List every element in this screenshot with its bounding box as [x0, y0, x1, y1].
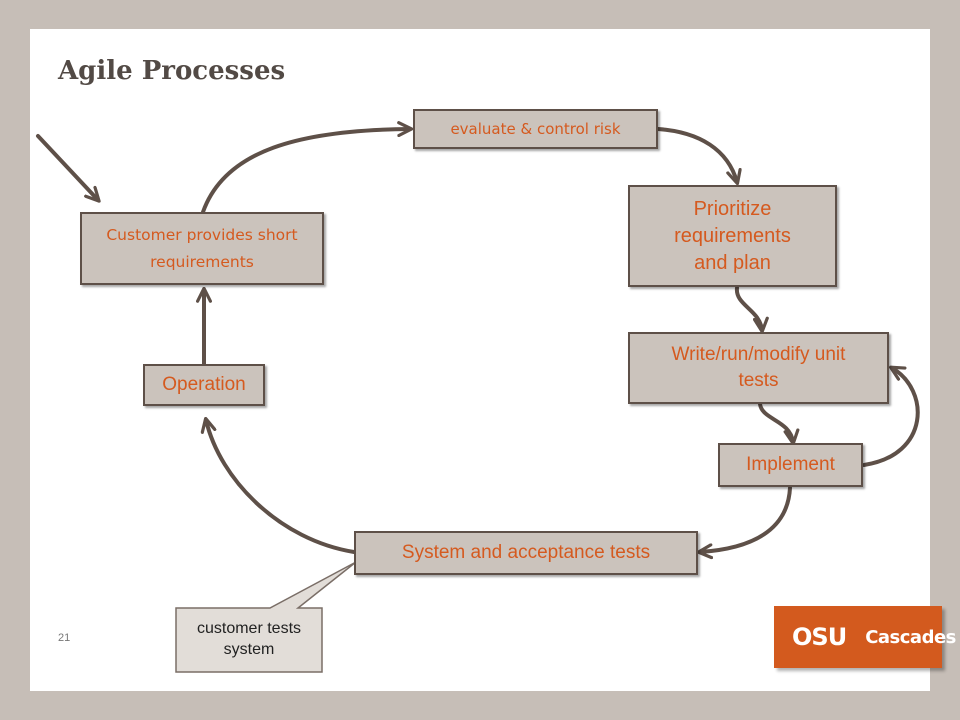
node-implement: Implement — [718, 443, 863, 487]
arrow-implement-to-write — [862, 365, 920, 467]
logo-cascades-text: Cascades — [865, 626, 956, 648]
page-number: 21 — [58, 632, 71, 644]
arrow-prioritize-to-write — [734, 286, 769, 334]
arrow-customer-to-evaluate — [201, 121, 414, 214]
node-write-unit-tests: Write/run/modify unit tests — [628, 332, 889, 404]
arrow-write-to-implement — [758, 402, 800, 446]
arrow-entry — [36, 134, 101, 203]
osu-cascades-logo: OSU Cascades — [774, 606, 956, 668]
node-evaluate-control-risk: evaluate & control risk — [413, 109, 658, 149]
node-customer-requirements: Customer provides short requirements — [80, 212, 324, 285]
callout-customer-tests: customer tests system — [196, 620, 302, 658]
slide-title: Agile Processes — [58, 56, 286, 86]
arrow-system-to-operation — [200, 416, 356, 554]
callout-bubble — [175, 561, 357, 673]
arrow-implement-to-system — [696, 486, 792, 560]
logo-osu-text: OSU — [792, 623, 847, 651]
arrow-evaluate-to-prioritize — [656, 127, 742, 186]
node-system-acceptance-tests: System and acceptance tests — [354, 531, 698, 575]
node-prioritize-requirements: Prioritize requirements and plan — [628, 185, 837, 287]
node-operation: Operation — [143, 364, 265, 406]
